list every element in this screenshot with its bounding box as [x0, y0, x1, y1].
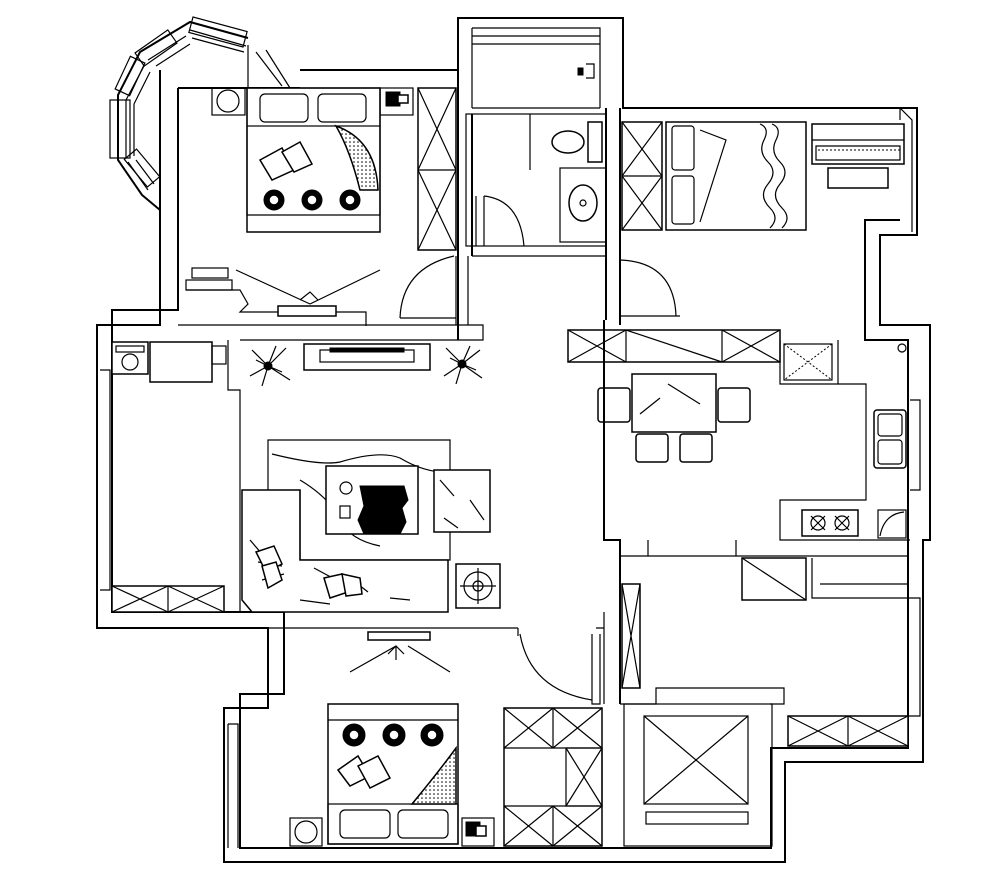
bedroom-doors — [399, 255, 469, 325]
toilet — [551, 121, 603, 163]
telephone-stand-south — [461, 817, 495, 847]
piano — [811, 123, 905, 189]
dining-table — [597, 373, 751, 463]
potted-plant-right — [443, 345, 483, 385]
utility-room — [621, 557, 921, 747]
gas-stove — [801, 509, 859, 537]
master-bedroom — [178, 87, 484, 341]
balcony-east-storage — [787, 715, 909, 747]
side-table — [455, 563, 501, 609]
washing-machine — [111, 341, 149, 375]
kitchen — [779, 340, 921, 541]
single-bed — [665, 121, 807, 231]
coffee-table — [325, 465, 419, 535]
cabinet-west — [111, 585, 225, 613]
nightstand — [211, 87, 246, 116]
dining-area — [567, 329, 781, 463]
bay-window-sections — [109, 16, 248, 188]
double-bed-south — [327, 703, 459, 845]
balcony-north — [471, 27, 601, 109]
bathroom — [465, 113, 607, 247]
tv-cabinet — [303, 343, 431, 371]
armchair — [433, 469, 491, 533]
sofa — [241, 489, 449, 613]
wardrobe-east — [621, 121, 663, 231]
kitchen-sink — [873, 409, 907, 469]
ac-unit — [349, 631, 451, 673]
piano-bench — [827, 167, 889, 189]
tv-cabinet-bedroom — [185, 267, 381, 326]
potted-plant-left — [249, 345, 291, 387]
bedroom-east — [621, 107, 913, 232]
bathroom-door — [475, 195, 525, 247]
fridge — [783, 343, 833, 381]
double-bed — [246, 87, 381, 233]
bedroom-south — [227, 628, 603, 848]
living-room — [227, 340, 501, 613]
stair-shaft — [620, 687, 785, 847]
corridor-walls — [457, 70, 680, 340]
desk — [149, 341, 213, 383]
exterior-walls — [96, 17, 931, 863]
interior-walls — [268, 320, 908, 704]
south-door — [517, 628, 601, 705]
wardrobe-south — [503, 707, 603, 847]
wash-basin — [559, 167, 607, 243]
nightstand-south — [289, 817, 323, 847]
bay-window — [109, 16, 300, 211]
wardrobe — [417, 87, 457, 251]
study — [100, 341, 227, 613]
dining-cabinet — [567, 329, 781, 363]
laundry-cabinet — [741, 557, 909, 601]
